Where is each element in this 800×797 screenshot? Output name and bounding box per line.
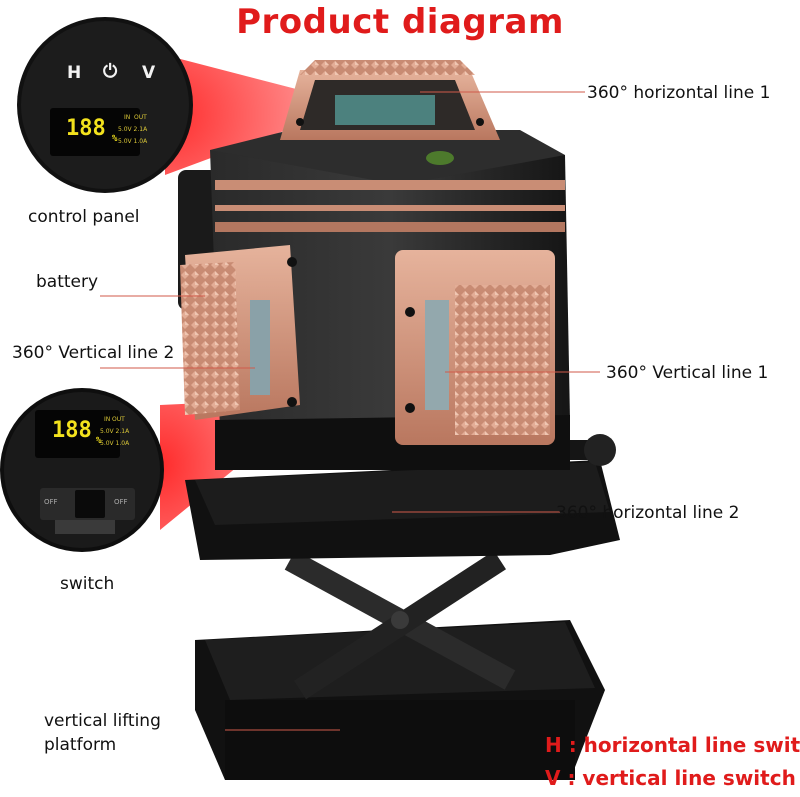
v-button[interactable]: V bbox=[142, 63, 156, 83]
label-battery: battery bbox=[36, 272, 99, 292]
label-lifting-platform-1: vertical lifting bbox=[44, 711, 161, 731]
pointer-lines bbox=[100, 91, 600, 731]
in-label: IN bbox=[124, 114, 131, 121]
switch-off-left: OFF bbox=[44, 498, 58, 506]
switch-out-label: OUT bbox=[112, 416, 125, 423]
legend-h-switch: H : horizontal line switch bbox=[545, 733, 800, 757]
left-laser-window bbox=[180, 245, 300, 420]
power-icon[interactable]: ⏻ bbox=[103, 61, 118, 82]
switch-in-label: IN bbox=[104, 416, 111, 423]
battery-display: 188 bbox=[66, 116, 106, 141]
top-laser-window bbox=[280, 60, 500, 140]
lifting-platform bbox=[185, 434, 620, 780]
label-switch: switch bbox=[60, 574, 115, 594]
control-panel-pointer bbox=[165, 55, 300, 175]
h-button[interactable]: H bbox=[67, 63, 82, 83]
switch-battery-unit: % bbox=[96, 436, 102, 446]
in-spec: 5.0V 2.1A bbox=[118, 126, 148, 133]
label-control-panel: control panel bbox=[28, 207, 140, 227]
power-switch[interactable] bbox=[75, 490, 105, 518]
label-vertical-line-2: 360° Vertical line 2 bbox=[12, 343, 175, 363]
page-title: Product diagram bbox=[236, 2, 564, 42]
front-laser-window bbox=[395, 250, 555, 445]
label-horizontal-line-1: 360° horizontal line 1 bbox=[587, 83, 771, 103]
switch-battery-display: 188 bbox=[52, 418, 92, 443]
switch-in-spec: 5.0V 2.1A bbox=[100, 428, 130, 435]
label-horizontal-line-2: 360° horizontal line 2 bbox=[556, 503, 740, 523]
out-label: OUT bbox=[134, 114, 147, 121]
label-lifting-platform-2: platform bbox=[44, 735, 117, 755]
label-vertical-line-1: 360° Vertical line 1 bbox=[606, 363, 769, 383]
switch-out-spec: 5.0V 1.0A bbox=[100, 440, 130, 447]
switch-inset bbox=[0, 388, 164, 552]
control-panel-inset bbox=[17, 17, 193, 193]
switch-off-right: OFF bbox=[114, 498, 128, 506]
out-spec: 5.0V 1.0A bbox=[118, 138, 148, 145]
legend-v-switch: V : vertical line switch bbox=[545, 766, 796, 790]
battery-unit: % bbox=[112, 134, 118, 144]
